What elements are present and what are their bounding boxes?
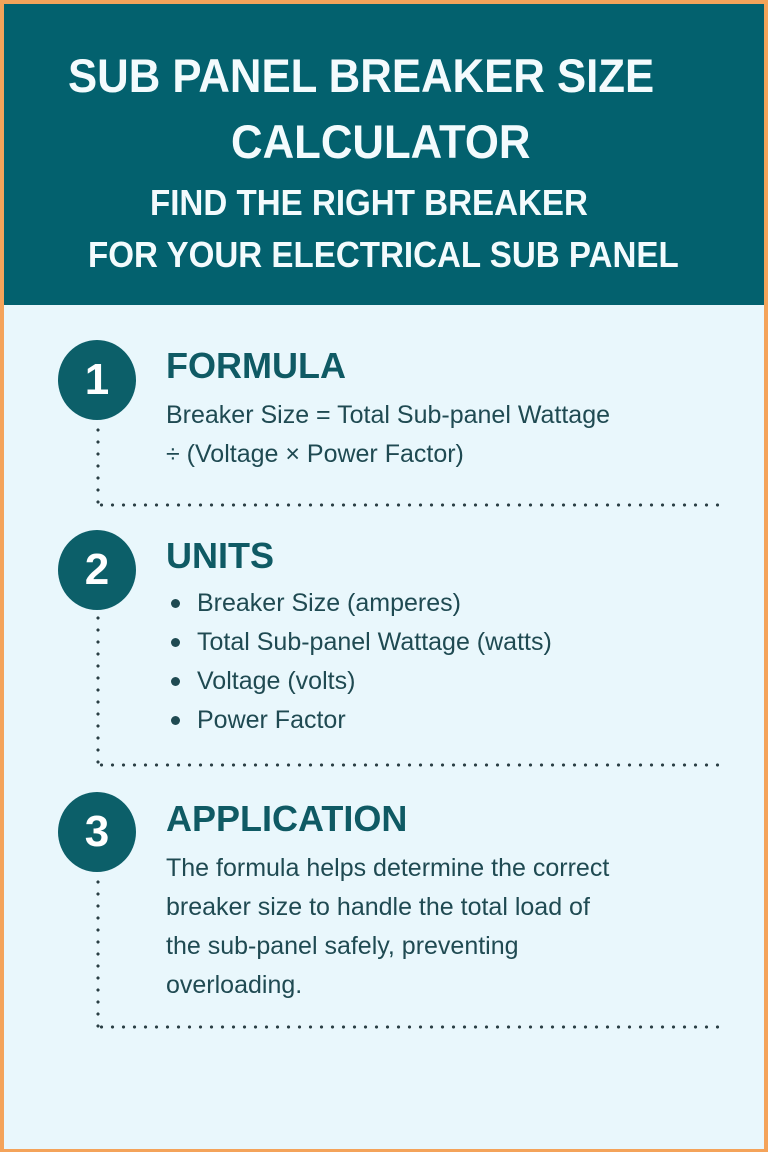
step-2-vertical-connector (96, 612, 100, 768)
step-3-vertical-connector (96, 876, 100, 1032)
header-banner: SUB PANEL BREAKER SIZE CALCULATOR FIND T… (4, 4, 764, 305)
list-item: Power Factor (170, 701, 552, 740)
description-line-2: breaker size to handle the total load of (166, 893, 590, 921)
bullet-icon (171, 638, 180, 647)
subtitle-line-1: FIND THE RIGHT BREAKER (150, 182, 588, 223)
step-number: 1 (84, 355, 110, 404)
list-item-text: Voltage (volts) (197, 667, 356, 695)
bullet-icon (171, 716, 180, 725)
subtitle-line-2: FOR YOUR ELECTRICAL SUB PANEL (88, 234, 679, 275)
infographic-page: SUB PANEL BREAKER SIZE CALCULATOR FIND T… (4, 4, 764, 1149)
list-item-text: Total Sub-panel Wattage (watts) (197, 628, 552, 656)
description-line-4: overloading. (166, 971, 303, 999)
list-item: Breaker Size (amperes) (170, 584, 552, 623)
formula-line-1: Breaker Size = Total Sub-panel Wattage (166, 401, 611, 429)
step-number: 3 (84, 807, 110, 856)
list-item: Voltage (volts) (170, 662, 552, 701)
units-list: Breaker Size (amperes) Total Sub-panel W… (170, 584, 552, 740)
bullet-icon (171, 599, 180, 608)
list-item-text: Breaker Size (amperes) (197, 589, 461, 617)
step-3-title: APPLICATION (166, 798, 408, 839)
step-number: 2 (84, 545, 110, 594)
step-1-vertical-connector (96, 424, 100, 508)
description-line-3: the sub-panel safely, preventing (166, 932, 519, 960)
step-3-description: The formula helps determine the correct … (166, 849, 609, 1005)
page-title-line-2: CALCULATOR (231, 115, 531, 168)
step-1-divider (96, 503, 720, 507)
step-2-divider (96, 763, 720, 767)
step-2-title: UNITS (166, 535, 274, 576)
bullet-icon (171, 677, 180, 686)
step-1-formula: Breaker Size = Total Sub-panel Wattage ÷… (166, 396, 610, 474)
list-item: Total Sub-panel Wattage (watts) (170, 623, 552, 662)
description-line-1: The formula helps determine the correct (166, 854, 610, 882)
step-3-number-badge: 3 (58, 792, 136, 872)
list-item-text: Power Factor (197, 706, 346, 734)
step-3-divider (96, 1025, 720, 1029)
formula-line-2: ÷ (Voltage × Power Factor) (166, 440, 464, 468)
step-1-title: FORMULA (166, 345, 346, 386)
page-title-line-1: SUB PANEL BREAKER SIZE (68, 49, 655, 102)
step-2-number-badge: 2 (58, 530, 136, 610)
step-1-number-badge: 1 (58, 340, 136, 420)
